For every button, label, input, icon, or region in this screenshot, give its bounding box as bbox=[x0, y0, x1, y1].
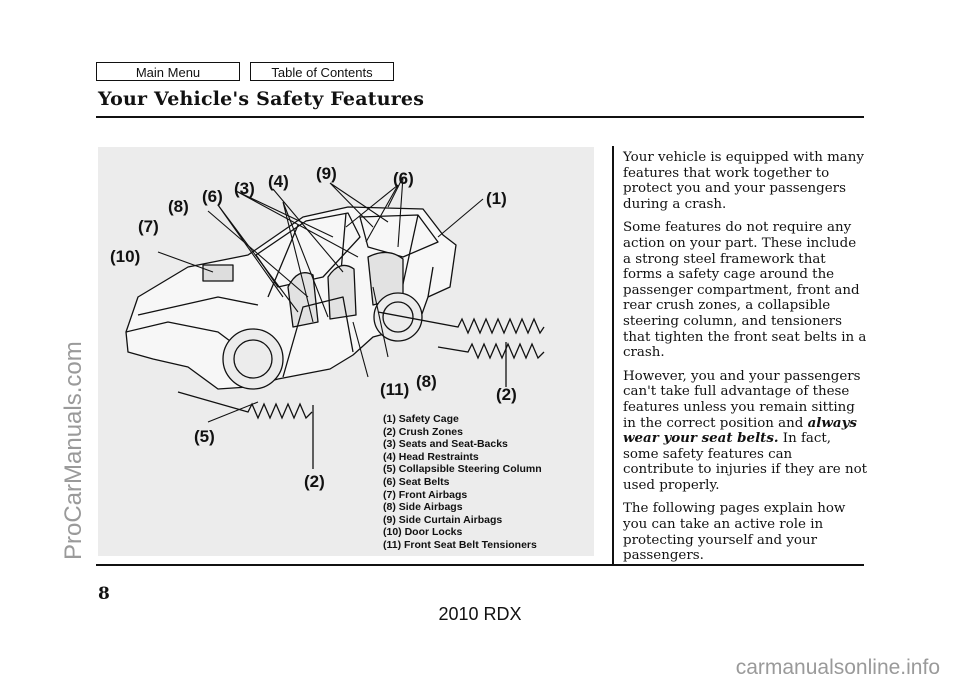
column-divider bbox=[612, 146, 614, 564]
figure-legend: (1) Safety Cage (2) Crush Zones (3) Seat… bbox=[383, 413, 542, 552]
callout-8-top: (8) bbox=[168, 197, 189, 216]
callout-2-right: (2) bbox=[496, 385, 517, 404]
paragraph: Your vehicle is equipped with many featu… bbox=[623, 150, 864, 212]
callout-6-right: (6) bbox=[393, 169, 414, 188]
callout-6-left: (6) bbox=[202, 187, 223, 206]
legend-item: (7) Front Airbags bbox=[383, 488, 468, 501]
bottom-watermark: carmanualsonline.info bbox=[735, 656, 940, 679]
callout-4: (4) bbox=[268, 172, 289, 191]
legend-item: (4) Head Restraints bbox=[383, 450, 479, 463]
vehicle-cutaway-drawing bbox=[125, 176, 545, 469]
header-divider bbox=[96, 116, 864, 118]
page-number: 8 bbox=[98, 584, 110, 604]
legend-item: (5) Collapsible Steering Column bbox=[383, 463, 542, 476]
legend-item: (11) Front Seat Belt Tensioners bbox=[383, 538, 537, 551]
legend-item: (6) Seat Belts bbox=[383, 475, 450, 488]
callout-8-bottom: (8) bbox=[416, 372, 437, 391]
legend-item: (1) Safety Cage bbox=[383, 413, 459, 425]
callout-1: (1) bbox=[486, 189, 507, 208]
paragraph: However, you and your passengers can't t… bbox=[623, 368, 868, 493]
legend-item: (10) Door Locks bbox=[383, 526, 463, 539]
callout-5: (5) bbox=[194, 427, 215, 446]
emphasis-seat-belts: always wear your seat belts. bbox=[623, 414, 857, 447]
callout-7: (7) bbox=[138, 217, 159, 236]
table-of-contents-button[interactable]: Table of Contents bbox=[250, 62, 394, 81]
legend-item: (2) Crush Zones bbox=[383, 425, 463, 438]
section-title: Your Vehicle's Safety Features bbox=[98, 88, 425, 110]
legend-item: (3) Seats and Seat-Backs bbox=[383, 438, 508, 451]
callout-11: (11) bbox=[380, 380, 410, 399]
callout-9: (9) bbox=[316, 164, 337, 183]
vehicle-safety-illustration: (1) (6) (9) (4) (3) (6) (8) (7) (10) (8)… bbox=[98, 147, 594, 556]
body-text: Your vehicle is equipped with many featu… bbox=[623, 150, 867, 572]
callout-10: (10) bbox=[110, 247, 141, 266]
callout-3: (3) bbox=[234, 179, 255, 198]
legend-item: (9) Side Curtain Airbags bbox=[383, 513, 503, 526]
model-label: 2010 RDX bbox=[438, 604, 522, 624]
paragraph: Some features do not require any action … bbox=[623, 220, 867, 361]
legend-item: (8) Side Airbags bbox=[383, 501, 463, 514]
paragraph: The following pages explain how you can … bbox=[623, 501, 846, 564]
main-menu-button[interactable]: Main Menu bbox=[96, 62, 240, 81]
callout-2-bottom: (2) bbox=[304, 472, 325, 491]
footer-divider bbox=[96, 564, 864, 566]
side-watermark: ProCarManuals.com bbox=[60, 341, 87, 560]
